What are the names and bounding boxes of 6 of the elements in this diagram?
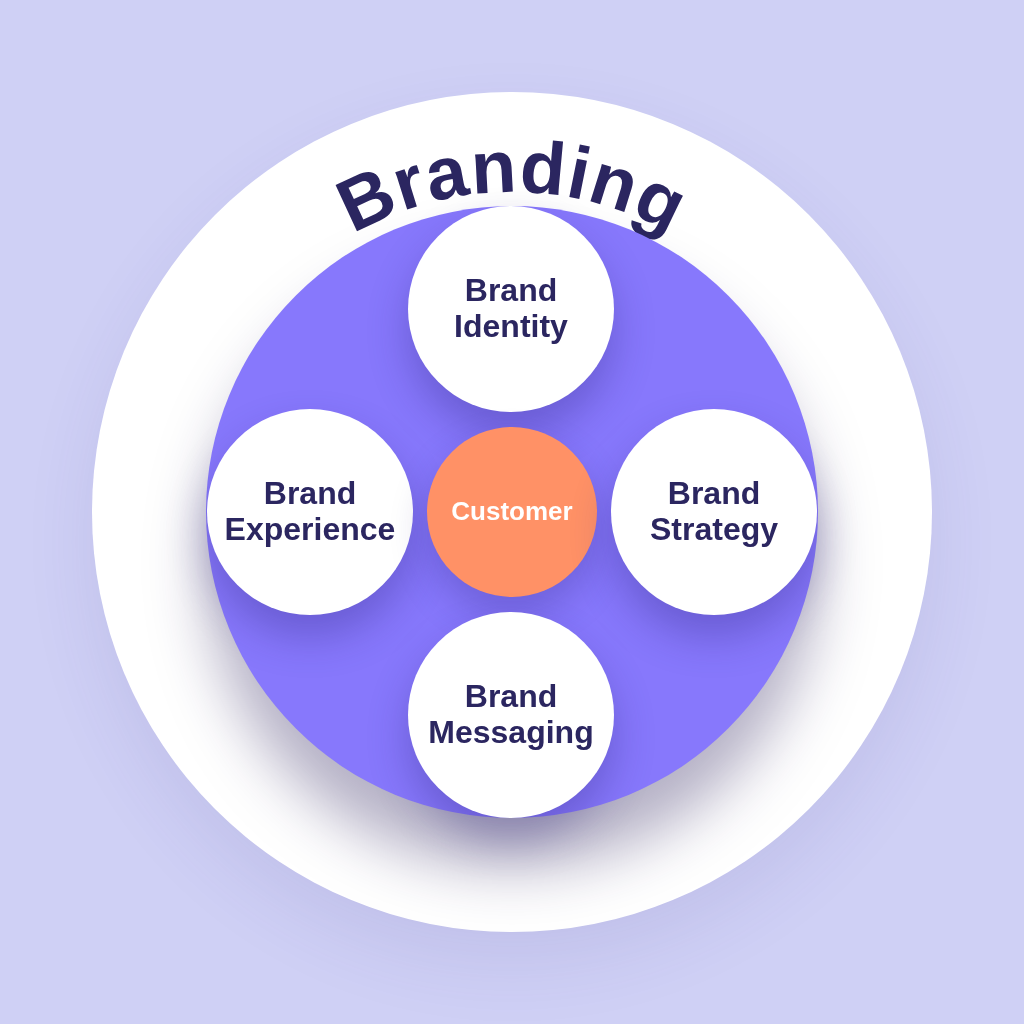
- node-label: Customer: [450, 497, 574, 527]
- node-label: Brand Messaging: [427, 679, 595, 751]
- node-label: Brand Experience: [224, 476, 396, 548]
- node-label: Brand Identity: [453, 273, 569, 345]
- curved-heading: Branding: [324, 124, 701, 248]
- node-label: Brand Strategy: [649, 476, 779, 548]
